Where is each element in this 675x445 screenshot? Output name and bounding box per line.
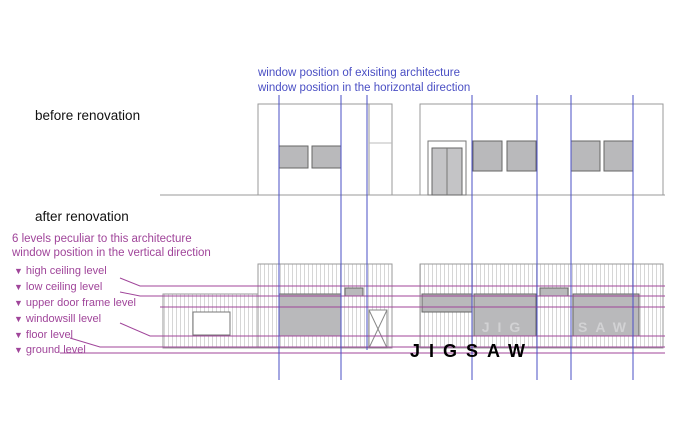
level-text: low ceiling level	[25, 281, 103, 293]
blue-caption-line-2: window position in the horizontal direct…	[258, 82, 471, 94]
level-label-upper-door-frame: ▼upper door frame level	[14, 298, 136, 309]
after-vent	[539, 287, 569, 297]
sign-ghost-left: JIG	[482, 319, 529, 335]
level-line-floor	[69, 337, 665, 348]
level-line-low-ceiling	[119, 291, 665, 297]
level-text: floor level	[25, 329, 73, 341]
sign-ghost-right: SAW	[578, 319, 634, 335]
down-triangle-icon: ▼	[14, 345, 23, 355]
down-triangle-icon: ▼	[14, 314, 23, 324]
before-window	[506, 140, 537, 172]
level-label-windowsill: ▼windowsill level	[14, 314, 101, 325]
level-label-high-ceiling: ▼high ceiling level	[14, 266, 107, 277]
level-text: upper door frame level	[25, 297, 136, 309]
before-window	[278, 145, 309, 169]
before-renovation-label: before renovation	[35, 108, 141, 123]
level-text: windowsill level	[25, 313, 102, 325]
down-triangle-icon: ▼	[14, 282, 23, 292]
level-label-low-ceiling: ▼low ceiling level	[14, 282, 102, 293]
level-lines	[60, 277, 665, 354]
level-line-windowsill	[119, 322, 665, 337]
pink-caption-line-1: 6 levels peculiar to this architecture	[12, 233, 192, 245]
level-text: ground level	[25, 344, 86, 356]
after-window-center	[473, 293, 537, 337]
jigsaw-sign: JIGSAW	[410, 341, 534, 361]
down-triangle-icon: ▼	[14, 298, 23, 308]
window-alignment-lines	[278, 95, 634, 380]
after-window-right	[572, 293, 640, 337]
level-label-ground: ▼ground level	[14, 345, 86, 356]
after-building: JIG SAW	[162, 263, 664, 349]
after-window-transom	[421, 293, 473, 313]
after-renovation-label: after renovation	[35, 209, 129, 224]
before-window	[311, 145, 342, 169]
after-annex-window	[192, 311, 231, 336]
before-window	[603, 140, 634, 172]
level-line-high-ceiling	[119, 277, 665, 287]
before-stair-tower	[368, 103, 393, 196]
pink-caption-line-2: window position in the vertical directio…	[12, 247, 211, 259]
level-label-floor: ▼floor level	[14, 330, 73, 341]
after-window-left	[278, 293, 342, 337]
before-building	[160, 103, 665, 196]
before-window	[570, 140, 601, 172]
after-vent	[344, 287, 364, 297]
before-window	[472, 140, 503, 172]
down-triangle-icon: ▼	[14, 330, 23, 340]
level-text: high ceiling level	[25, 265, 107, 277]
down-triangle-icon: ▼	[14, 266, 23, 276]
blue-caption-line-1: window position of exisiting architectur…	[258, 67, 460, 79]
